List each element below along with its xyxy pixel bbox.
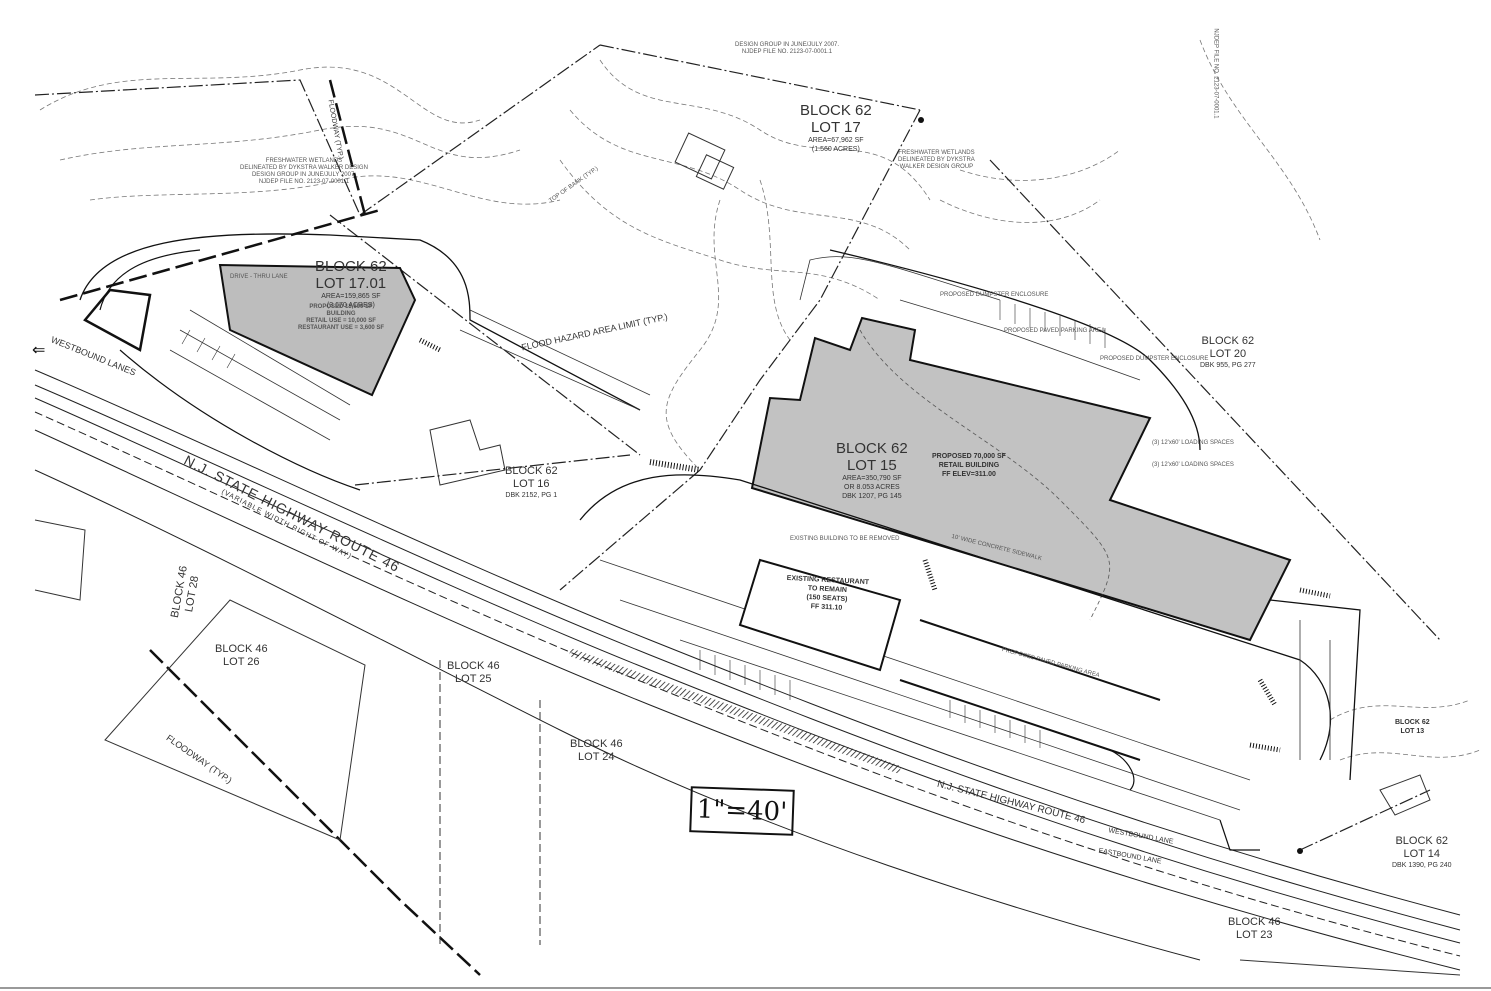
westbound-arrow-icon: ⇐ xyxy=(32,342,46,359)
scale-note: 1"=40' xyxy=(689,786,795,836)
label-block62-lot17: BLOCK 62 LOT 17 AREA=67,962 SF (1.560 AC… xyxy=(800,102,872,153)
label-block62-lot16: BLOCK 62 LOT 16 DBK 2152, PG 1 xyxy=(505,465,558,499)
label-corner-note: NJDEP FILE NO. 2123-07-0001.1 xyxy=(1212,28,1219,119)
label-dumpster-2: PROPOSED DUMPSTER ENCLOSURE xyxy=(1100,356,1209,362)
floodway-lines xyxy=(59,79,481,976)
highway-route-46 xyxy=(34,369,1461,971)
west-site xyxy=(79,233,701,491)
label-wetlands-east: FRESHWATER WETLANDS DELINEATED BY DYKSTR… xyxy=(898,150,975,170)
parking-stalls xyxy=(181,300,1106,748)
retail-building-small-footprint xyxy=(218,263,417,397)
existing-structures xyxy=(429,132,1431,816)
label-loading-2: (3) 12'x60' LOADING SPACES xyxy=(1152,462,1234,468)
label-top-note: DESIGN GROUP IN JUNE/JULY 2007. NJDEP FI… xyxy=(735,42,840,55)
retail-building-main-footprint xyxy=(750,316,1292,642)
label-block62-lot15: BLOCK 62 LOT 15 AREA=350,790 SF OR 8.053… xyxy=(836,440,908,500)
label-block62-lot13: BLOCK 62 LOT 13 xyxy=(1395,719,1430,735)
block-46-lots xyxy=(34,519,1461,976)
label-wetlands-west: FRESHWATER WETLANDS DELINEATED BY DYKSTR… xyxy=(240,158,368,185)
label-dumpster-1: PROPOSED DUMPSTER ENCLOSURE xyxy=(940,292,1049,298)
label-block62-lot20: BLOCK 62 LOT 20 DBK 955, PG 277 xyxy=(1200,335,1256,369)
label-remove-building: EXISTING BUILDING TO BE REMOVED xyxy=(790,536,900,542)
existing-restaurant-footprint xyxy=(738,558,902,672)
label-retail-main: PROPOSED 70,000 SF RETAIL BUILDING FF EL… xyxy=(932,453,1006,478)
label-block46-lot26: BLOCK 46 LOT 26 xyxy=(215,643,268,668)
label-drive-thru: DRIVE - THRU LANE xyxy=(230,274,288,280)
label-block46-lot25: BLOCK 46 LOT 25 xyxy=(447,660,500,685)
contour-lines xyxy=(39,39,1481,761)
main-site xyxy=(579,117,1361,854)
label-block46-lot23: BLOCK 46 LOT 23 xyxy=(1228,916,1281,941)
property-lines xyxy=(34,44,1441,851)
label-block62-lot14: BLOCK 62 LOT 14 DBK 1390, PG 240 xyxy=(1392,835,1452,869)
label-paved-1: PROPOSED PAVED PARKING AREA xyxy=(1004,328,1106,334)
label-loading-1: (3) 12'x60' LOADING SPACES xyxy=(1152,440,1234,446)
median-hatch xyxy=(568,648,902,774)
label-retail-small: PROPOSED 13,600 SF BUILDING RETAIL USE =… xyxy=(298,304,385,331)
label-block62-lot17-01: BLOCK 62 LOT 17.01 AREA=159,865 SF (3.67… xyxy=(315,258,387,309)
label-existing-restaurant: EXISTING RESTAURANT TO REMAIN (150 SEATS… xyxy=(786,574,870,612)
label-block46-lot24: BLOCK 46 LOT 24 xyxy=(570,738,623,763)
